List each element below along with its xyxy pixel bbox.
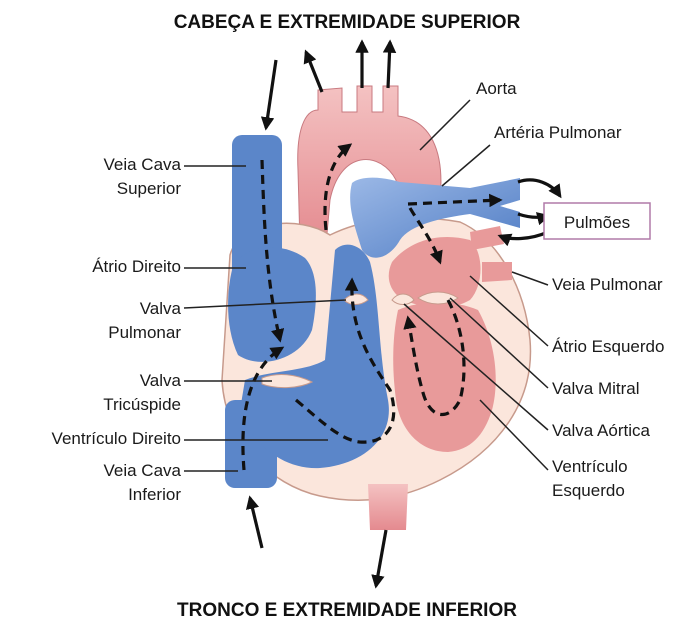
label-veia-cava-inferior-1: Veia Cava: [104, 461, 182, 480]
lungs-label: Pulmões: [564, 213, 630, 232]
descending-aorta: [368, 484, 408, 530]
label-veia-cava-inferior-2: Inferior: [128, 485, 181, 504]
label-arteria-pulmonar: Artéria Pulmonar: [494, 123, 622, 142]
label-ventriculo-direito: Ventrículo Direito: [52, 429, 181, 448]
arrow-svc-inflow: [266, 60, 276, 128]
label-veia-cava-superior-2: Superior: [117, 179, 182, 198]
label-veia-pulmonar: Veia Pulmonar: [552, 275, 663, 294]
header-bottom: TRONCO E EXTREMIDADE INFERIOR: [177, 600, 517, 621]
label-valva-pulmonar-2: Pulmonar: [108, 323, 181, 342]
leader-arteria-pulmonar: [442, 145, 490, 186]
label-ventriculo-esquerdo-1: Ventrículo: [552, 457, 628, 476]
pulmonary-vein-lower: [482, 262, 512, 282]
leader-veia-pulmonar: [512, 272, 548, 285]
arrow-from-lungs: [500, 232, 548, 239]
arrow-aorta-branch-1: [306, 52, 322, 92]
label-valva-pulmonar-1: Valva: [140, 299, 182, 318]
arrow-aorta-branch-3: [388, 42, 390, 88]
label-valva-mitral: Valva Mitral: [552, 379, 640, 398]
label-atrio-direito: Átrio Direito: [92, 257, 181, 276]
header-top: CABEÇA E EXTREMIDADE SUPERIOR: [174, 12, 521, 33]
label-aorta: Aorta: [476, 79, 517, 98]
leader-aorta: [420, 100, 470, 150]
label-atrio-esquerdo: Átrio Esquerdo: [552, 337, 664, 356]
arrow-to-lungs: [518, 180, 560, 196]
label-valva-tricuspide-2: Tricúspide: [103, 395, 181, 414]
arrow-ivc-inflow: [250, 498, 262, 548]
label-valva-aortica: Valva Aórtica: [552, 421, 651, 440]
arrow-descending-outflow: [376, 530, 386, 586]
label-valva-tricuspide-1: Valva: [140, 371, 182, 390]
label-veia-cava-superior-1: Veia Cava: [104, 155, 182, 174]
label-ventriculo-esquerdo-2: Esquerdo: [552, 481, 625, 500]
